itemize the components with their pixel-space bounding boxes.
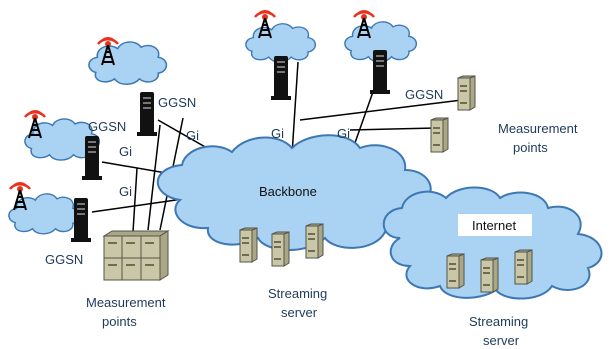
backbone-label: Backbone [259, 184, 317, 199]
server-tower-icon [239, 227, 258, 263]
link-ggsn-bottom-left [91, 197, 191, 213]
gi-label: Gi [337, 126, 350, 141]
ggsn-label: GGSN [158, 95, 196, 110]
gi-label: Gi [186, 128, 199, 143]
measurement-points-label-left-line2: points [102, 314, 137, 329]
ggsn-device-icon [71, 198, 91, 242]
ggsn-device-icon [137, 92, 157, 136]
link-measurement-bottom-b [147, 124, 161, 231]
gi-label: Gi [119, 184, 132, 199]
server-tower-icon [271, 231, 290, 267]
server-tower-icon [430, 117, 449, 153]
server-tower-icon [305, 223, 324, 259]
server-tower-icon [514, 249, 533, 285]
ggsn-label: GGSN [88, 119, 126, 134]
streaming-server-label-internet-line2: server [483, 333, 520, 348]
ggsn-label: GGSN [405, 87, 443, 102]
mobile-cloud-bottom-left [8, 193, 82, 235]
ggsn-device-icon [82, 136, 102, 180]
streaming-server-label-backbone-line1: Streaming [268, 286, 327, 301]
ggsn-device-icon [370, 50, 390, 94]
measurement-points-label-left-line1: Measurement [86, 295, 166, 310]
internet-label: Internet [472, 218, 516, 233]
gi-label: Gi [271, 126, 284, 141]
link-ggsn-top-center-backbone [291, 61, 299, 156]
measurement-points-label-right-line2: points [513, 140, 548, 155]
link-gi-mid-vertical [132, 167, 138, 233]
streaming-server-label-internet-line1: Streaming [469, 314, 528, 329]
internet-label-box [458, 214, 532, 236]
ggsn-label: GGSN [45, 252, 83, 267]
measurement-server-cluster-left [102, 230, 170, 281]
gi-label: Gi [119, 144, 132, 159]
ggsn-device-icon [271, 56, 291, 100]
server-tower-icon [457, 75, 476, 111]
server-tower-icon [480, 257, 499, 293]
measurement-points-label-right-line1: Measurement [498, 121, 578, 136]
streaming-server-label-backbone-line2: server [281, 305, 318, 320]
mobile-cloud-top-left [88, 41, 168, 86]
link-measurement-top [299, 99, 463, 121]
link-measurement-right [349, 127, 437, 131]
server-tower-icon [446, 253, 465, 289]
internet-cloud [382, 186, 603, 300]
